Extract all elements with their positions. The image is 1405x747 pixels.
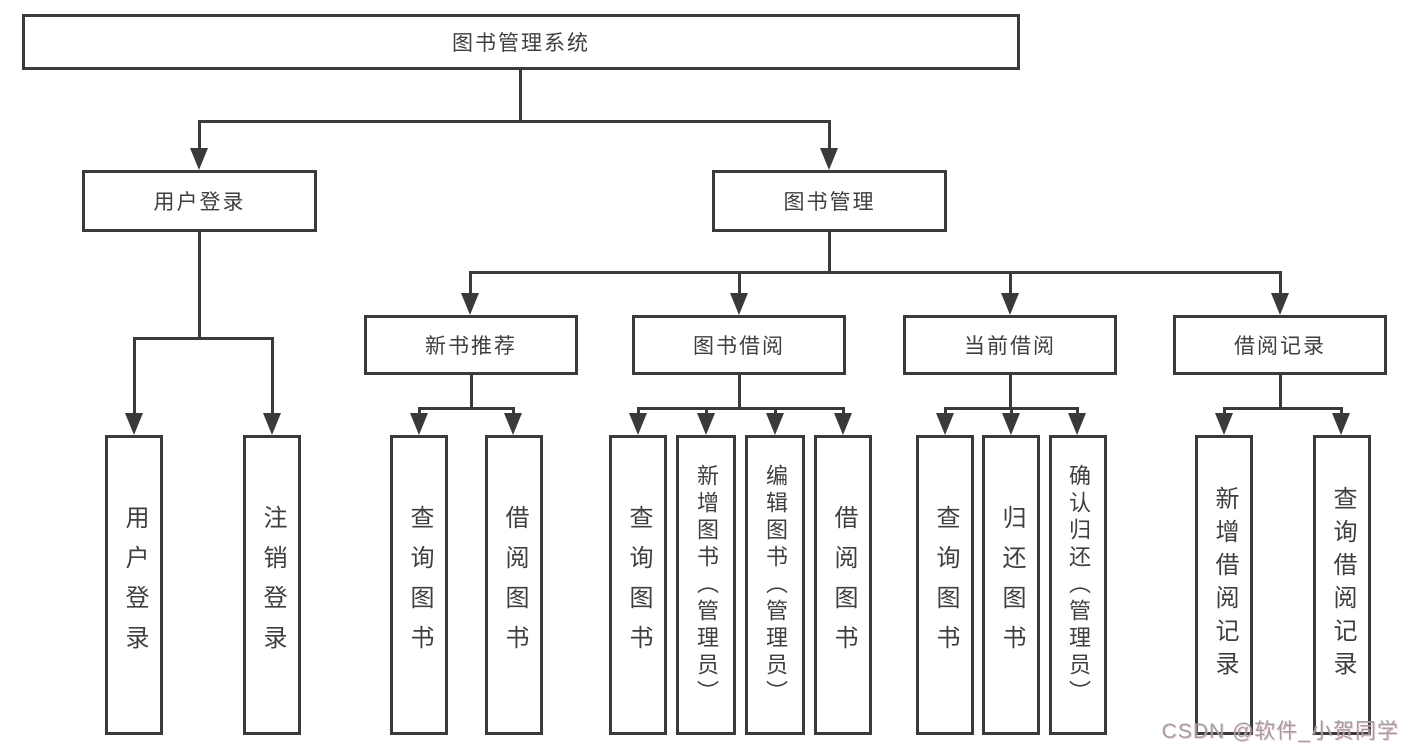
arrowhead-leaf-user-login — [125, 413, 143, 435]
node-new-book-rec: 新书推荐 — [364, 315, 578, 375]
node-borrow-record-label: 借阅记录 — [1234, 335, 1326, 358]
connector-new-book-rec-bar — [418, 407, 515, 410]
leaf-bb-borrow-book: 借阅图书 — [814, 435, 872, 735]
leaf-bb-query-book-label: 查询图书 — [625, 505, 652, 665]
leaf-bb-add-book-admin-label: 新增图书（管理员） — [694, 463, 719, 707]
connector-root-to-user-login — [198, 120, 201, 152]
leaf-bb-query-book: 查询图书 — [609, 435, 667, 735]
leaf-cb-return-book-label: 归还图书 — [998, 505, 1025, 665]
leaf-bb-edit-book-admin-label: 编辑图书（管理员） — [763, 463, 788, 707]
node-book-mgmt: 图书管理 — [712, 170, 947, 232]
connector-book-mgmt-stem — [828, 230, 831, 274]
node-new-book-rec-label: 新书推荐 — [425, 335, 517, 358]
connector-book-borrow-bar — [637, 407, 844, 410]
leaf-cb-query-book: 查询图书 — [916, 435, 974, 735]
arrowhead-user-login — [190, 148, 208, 170]
leaf-bb-add-book-admin: 新增图书（管理员） — [676, 435, 736, 735]
leaf-nb-query-book-label: 查询图书 — [406, 505, 433, 665]
connector-to-current-borrow — [1009, 271, 1012, 297]
connector-to-leaf-logout — [271, 337, 274, 417]
leaf-br-add-record: 新增借阅记录 — [1195, 435, 1253, 735]
node-book-borrow: 图书借阅 — [632, 315, 846, 375]
arrowhead-leaf-nb-borrow — [504, 413, 522, 435]
connector-root-stem — [519, 68, 522, 122]
arrowhead-leaf-bb-add — [697, 413, 715, 435]
leaf-cb-confirm-return-admin: 确认归还（管理员） — [1049, 435, 1107, 735]
leaf-nb-borrow-book: 借阅图书 — [485, 435, 543, 735]
leaf-nb-query-book: 查询图书 — [390, 435, 448, 735]
node-book-borrow-label: 图书借阅 — [693, 335, 785, 358]
connector-root-bar — [198, 120, 831, 123]
arrowhead-leaf-bb-query — [629, 413, 647, 435]
arrowhead-leaf-logout — [263, 413, 281, 435]
connector-to-borrow-record — [1279, 271, 1282, 297]
leaf-cb-query-book-label: 查询图书 — [932, 505, 959, 665]
leaf-bb-edit-book-admin: 编辑图书（管理员） — [745, 435, 805, 735]
node-user-login-label: 用户登录 — [153, 191, 246, 214]
arrowhead-book-mgmt — [820, 148, 838, 170]
leaf-logout-label: 注销登录 — [259, 505, 286, 665]
node-root: 图书管理系统 — [22, 14, 1020, 70]
connector-root-to-book-mgmt — [828, 120, 831, 152]
node-borrow-record: 借阅记录 — [1173, 315, 1387, 375]
connector-borrow-record-stem — [1279, 373, 1282, 407]
leaf-logout: 注销登录 — [243, 435, 301, 735]
arrowhead-leaf-cb-return — [1002, 413, 1020, 435]
connector-book-mgmt-bar — [469, 271, 1281, 274]
leaf-user-login: 用户登录 — [105, 435, 163, 735]
leaf-br-add-record-label: 新增借阅记录 — [1211, 486, 1238, 684]
node-current-borrow-label: 当前借阅 — [964, 335, 1056, 358]
leaf-cb-return-book: 归还图书 — [982, 435, 1040, 735]
arrowhead-book-borrow — [730, 293, 748, 315]
csdn-watermark: CSDN @软件_小贺同学 — [1161, 720, 1399, 743]
arrowhead-new-book-rec — [461, 293, 479, 315]
arrowhead-leaf-bb-edit — [766, 413, 784, 435]
connector-user-login-bar — [133, 337, 273, 340]
node-current-borrow: 当前借阅 — [903, 315, 1117, 375]
arrowhead-leaf-cb-confirm — [1068, 413, 1086, 435]
arrowhead-leaf-br-query — [1332, 413, 1350, 435]
connector-current-borrow-stem — [1009, 373, 1012, 407]
arrowhead-leaf-nb-query — [410, 413, 428, 435]
node-book-mgmt-label: 图书管理 — [783, 191, 876, 214]
leaf-user-login-label: 用户登录 — [121, 505, 148, 665]
arrowhead-leaf-br-add — [1215, 413, 1233, 435]
leaf-br-query-record-label: 查询借阅记录 — [1329, 486, 1356, 684]
connector-borrow-record-bar — [1223, 407, 1343, 410]
connector-to-book-borrow — [738, 271, 741, 297]
connector-to-new-book-rec — [469, 271, 472, 297]
connector-book-borrow-stem — [738, 373, 741, 407]
leaf-bb-borrow-book-label: 借阅图书 — [830, 505, 857, 665]
arrowhead-leaf-bb-borrow — [834, 413, 852, 435]
leaf-cb-confirm-return-admin-label: 确认归还（管理员） — [1066, 463, 1091, 707]
arrowhead-borrow-record — [1271, 293, 1289, 315]
leaf-br-query-record: 查询借阅记录 — [1313, 435, 1371, 735]
connector-user-login-stem — [198, 230, 201, 337]
node-root-label: 图书管理系统 — [452, 32, 590, 55]
leaf-nb-borrow-book-label: 借阅图书 — [501, 505, 528, 665]
node-user-login: 用户登录 — [82, 170, 317, 232]
connector-new-book-rec-stem — [470, 373, 473, 407]
arrowhead-current-borrow — [1001, 293, 1019, 315]
connector-to-leaf-user-login — [133, 337, 136, 417]
arrowhead-leaf-cb-query — [936, 413, 954, 435]
